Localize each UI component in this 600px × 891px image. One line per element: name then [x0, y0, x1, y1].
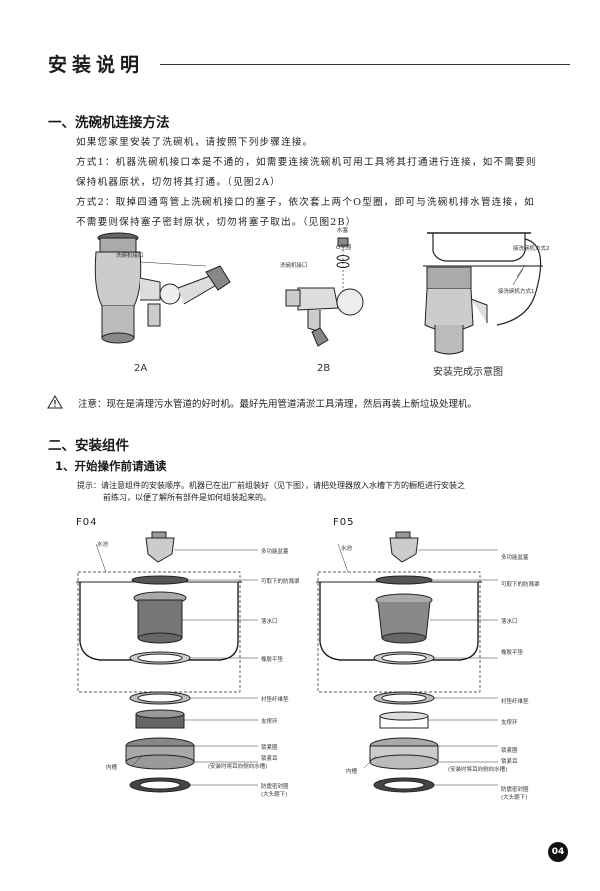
- section-heading-components: 二、安装组件: [48, 438, 129, 454]
- f04-part-seal: 防震密封圈: [261, 784, 289, 790]
- f05-inner-label: 内槽: [346, 769, 358, 775]
- exploded-diagram-f05: [316, 531, 498, 793]
- f05-part-stopper: 多功能盆塞: [501, 555, 529, 561]
- warning-text: 注意：现在是清理污水管道的好时机。最好先用管道清淤工具清理，然后再装上新垃圾处理…: [78, 399, 478, 410]
- f04-part-seal-note: (大头朝下): [261, 792, 288, 798]
- page-title: 安装说明: [48, 54, 145, 76]
- caption-2a: 2A: [134, 363, 148, 374]
- tip-line2: 前练习，以便了解所有部件是如何组装起来的。: [103, 493, 271, 502]
- title-rule: [160, 64, 570, 65]
- f05-sink-label: 水池: [341, 546, 353, 552]
- label-method2: 接洗碗机方式2: [513, 246, 550, 252]
- f05-part-rubber-gasket: 橡胶平垫: [501, 650, 524, 656]
- label-dishwasher-port-b: 洗碗机接口: [280, 263, 308, 269]
- f05-part-lock-ear-note: (安装时将耳向侧向水槽): [448, 767, 508, 773]
- exploded-diagram-f04: [76, 531, 258, 793]
- f05-part-splash-guard: 可取下的防溅罩: [501, 582, 540, 588]
- f05-part-seal-note: (大头朝下): [501, 795, 528, 801]
- section1-intro: 如果您家里安装了洗碗机，请按照下列步骤连接。: [76, 137, 314, 148]
- f04-part-lock-ear: 锁紧耳: [261, 756, 278, 762]
- caption-installed: 安装完成示意图: [433, 367, 503, 378]
- page-number: 04: [548, 842, 568, 862]
- f04-sink-label: 水池: [97, 542, 109, 548]
- f05-part-fiber-gasket: 衬垫纤维垫: [501, 699, 529, 705]
- method1-line1: 方式1：机器洗碗机接口本是不通的，如需要连接洗碗机可用工具将其打通进行连接，如不…: [76, 157, 537, 168]
- label-plug: 水塞: [337, 228, 349, 234]
- f04-part-splash-guard: 可取下的防溅罩: [261, 579, 300, 585]
- method1-line2: 保持机器原状，切勿将其打通。（见图2A）: [76, 177, 281, 188]
- f05-part-lock-ring: 锁紧圈: [501, 748, 518, 754]
- label-method1: 接洗碗机方式1: [498, 289, 535, 295]
- label-dishwasher-port-a: 洗碗机接口: [116, 253, 144, 259]
- figure-installed: [423, 232, 543, 355]
- caption-2b: 2B: [317, 363, 331, 374]
- label-o-ring: O型圈: [336, 245, 352, 251]
- subsection-heading: 1、开始操作前请通读: [55, 459, 167, 473]
- f05-part-seal: 防震密封圈: [501, 787, 529, 793]
- f04-part-support-ring: 支撑环: [261, 719, 278, 725]
- f04-part-stopper: 多功能盆塞: [261, 549, 289, 555]
- f04-part-lock-ring: 锁紧圈: [261, 745, 278, 751]
- f05-part-lock-ear: 锁紧耳: [501, 759, 518, 765]
- f04-part-fiber-gasket: 衬垫纤维垫: [261, 697, 289, 703]
- f05-part-support-ring: 支撑环: [501, 720, 518, 726]
- figure-2b: [285, 237, 364, 347]
- figure-2a: [94, 232, 231, 344]
- section-heading-dishwasher: 一、洗碗机连接方法: [48, 115, 170, 131]
- f04-part-lock-ear-note: (安装时将耳向侧向水槽): [208, 764, 268, 770]
- model-label-f05: F05: [333, 517, 355, 528]
- f04-inner-label: 内槽: [106, 765, 118, 771]
- f04-part-sink-flange: 落水口: [261, 619, 278, 625]
- f05-part-sink-flange: 落水口: [501, 619, 518, 625]
- tip-line1: 提示：请注意组件的安装顺序。机器已在出厂前组装好（见下图），请把处理器放入水槽下…: [77, 481, 465, 490]
- model-label-f04: F04: [76, 517, 98, 528]
- method2-line1: 方式2：取掉四通弯管上洗碗机接口的塞子，依次套上两个O型圈，即可与洗碗机排水管连…: [76, 197, 535, 208]
- f04-part-rubber-gasket: 橡胶平垫: [261, 657, 284, 663]
- warning-triangle-icon: [47, 395, 63, 409]
- method2-line2: 不需要则保持塞子密封原状，切勿将塞子取出。（见图2B）: [76, 217, 357, 228]
